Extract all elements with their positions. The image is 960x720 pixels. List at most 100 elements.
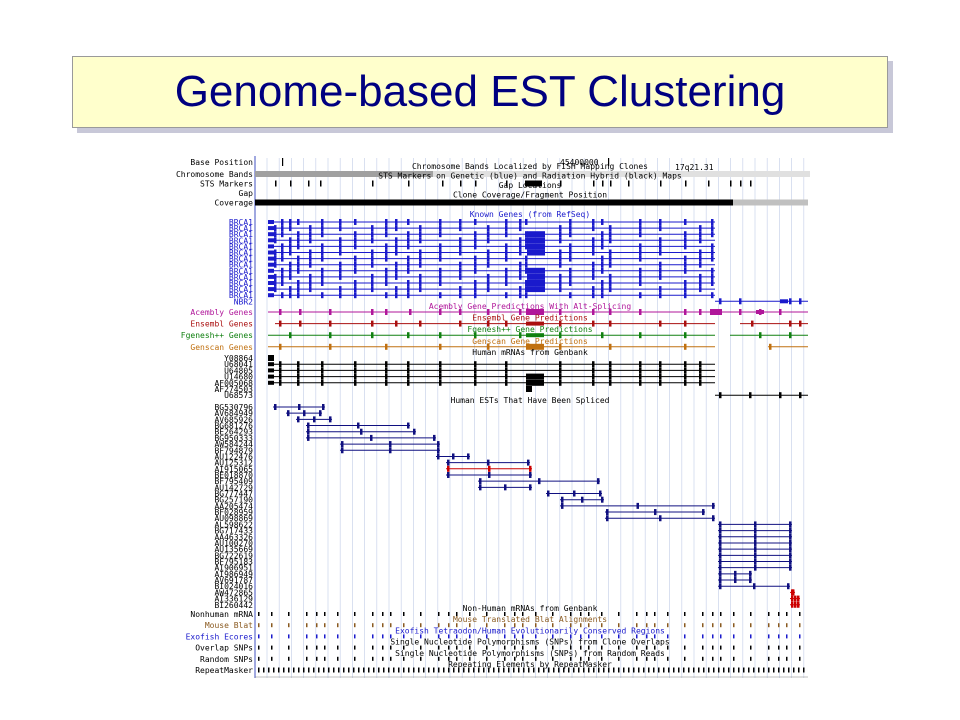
gene-brca1-exon [407, 267, 410, 274]
gene-brca1-exon [321, 273, 324, 280]
est-exon [437, 447, 440, 454]
gene-brca1-exon [395, 237, 398, 244]
mrna-exon [474, 367, 477, 374]
gene-brca1-exon [519, 225, 522, 232]
track-feature [733, 645, 735, 650]
track-feature [293, 667, 295, 673]
gene-brca1-exon [474, 243, 477, 250]
gene-brca1-exon [297, 286, 300, 293]
est-exon [547, 490, 550, 497]
track-title: Human mRNAs from Genbank [472, 348, 588, 357]
acembly-gene-exon [609, 309, 612, 315]
est-exon [297, 416, 300, 423]
est-exon [754, 539, 757, 546]
track-title: Clone Coverage/Fragment Position [453, 191, 607, 200]
track-title: Fgenesh++ Gene Predictions [467, 325, 592, 334]
gene-brca1-exon [339, 267, 342, 274]
gene-brca1-exon [459, 267, 462, 274]
gene-brca1-big-exon [527, 286, 545, 293]
gene-brca1-exon [321, 249, 324, 256]
mrna-exon [474, 361, 477, 368]
track-feature [786, 612, 788, 616]
track-feature [354, 623, 356, 628]
track-feature [418, 667, 420, 673]
gene-brca1-exon [601, 255, 604, 262]
est-exon [797, 595, 800, 602]
gene-brca1-exon [339, 249, 342, 256]
est-label: AI906951 [214, 564, 253, 573]
gene-brca1-exon [487, 280, 490, 286]
gene-brca1-exon [711, 273, 714, 280]
mrna-exon [699, 367, 702, 374]
track-feature [337, 634, 339, 639]
track-feature [588, 623, 590, 628]
track-feature [799, 612, 801, 616]
track-feature [403, 667, 405, 673]
track-feature [778, 645, 780, 650]
track-feature [799, 623, 801, 628]
gene-brca1-exon [659, 225, 662, 232]
gene-brca1-exon [289, 219, 292, 225]
track-feature [486, 634, 488, 639]
gene-brca1-exon [505, 280, 508, 286]
track-feature [372, 634, 374, 639]
track-feature [601, 656, 603, 661]
gene-brca1-exon [487, 249, 490, 256]
track-feature [324, 645, 326, 650]
track-feature [786, 645, 788, 650]
track-feature [390, 623, 392, 628]
track-feature [799, 634, 801, 639]
track-feature [354, 634, 356, 639]
track-feature [372, 623, 374, 628]
acembly-gene-big-exon [526, 309, 544, 315]
track-feature [258, 645, 260, 650]
gene-brca1-exon [609, 286, 612, 293]
ensembl-gene-exon [505, 320, 508, 327]
track-feature [798, 667, 800, 673]
gene-brca1-exon [459, 273, 462, 280]
est-label: BG722619 [214, 551, 253, 560]
track-feature [390, 612, 392, 616]
sts-marker [740, 180, 742, 187]
track-feature [646, 623, 648, 628]
track-label: RepeatMasker [195, 666, 253, 675]
gene-brca1-exon [559, 280, 562, 286]
track-feature [354, 656, 356, 661]
track-feature [667, 656, 669, 661]
est-exon [307, 428, 310, 435]
track-feature [753, 667, 755, 673]
gene-brca1-exon [601, 267, 604, 274]
mrna-exon [699, 379, 702, 386]
mrna-exon [268, 355, 274, 361]
est-exon [437, 441, 440, 448]
gene-brca1-exon [419, 237, 422, 244]
mrna-exon [659, 367, 662, 374]
sts-marker [610, 180, 612, 187]
track-feature [667, 645, 669, 650]
gene-brca1-exon [281, 219, 284, 225]
est-exon [753, 583, 756, 590]
gene-brca1-exon [601, 286, 604, 293]
track-title: Chromosome Bands Localized by FISH Mappi… [412, 162, 648, 171]
gene-brca1-exon [609, 261, 612, 268]
track-feature [728, 667, 730, 673]
track-feature [786, 634, 788, 639]
sts-marker [602, 180, 604, 187]
gene-brca1-exon [639, 225, 642, 232]
track-feature [535, 656, 537, 661]
track-feature [337, 656, 339, 661]
acembly-gene-exon [439, 309, 442, 315]
est-exon [719, 527, 722, 534]
est-exon [287, 410, 290, 417]
track-feature [504, 656, 506, 661]
track-feature [750, 612, 752, 616]
est-exon [504, 484, 507, 491]
est-exon [754, 533, 757, 540]
est-exon [789, 558, 792, 565]
mrna-label: U64805 [224, 366, 253, 375]
acembly-gene-exon [299, 309, 302, 315]
gene-brca1-exon [354, 286, 357, 293]
sts-marker [628, 180, 630, 187]
track-feature [298, 667, 300, 673]
track-feature [750, 623, 752, 628]
